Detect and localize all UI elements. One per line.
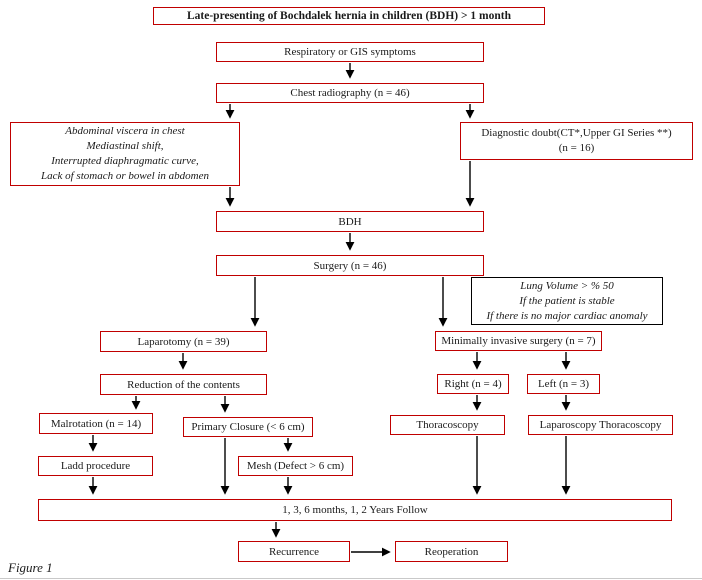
node-thoracoscopy: Thoracoscopy <box>390 415 505 435</box>
figure-caption: Figure 1 <box>8 560 53 575</box>
lung-volume-line-3: If there is no major cardiac anomaly <box>486 309 648 322</box>
node-lung-volume-criteria: Lung Volume > % 50 If the patient is sta… <box>471 277 663 325</box>
node-chest-radiography: Chest radiography (n = 46) <box>216 83 484 103</box>
node-ladd-label: Ladd procedure <box>60 460 131 472</box>
node-reoperation: Reoperation <box>395 541 508 562</box>
node-radiographic-findings: Abdominal viscera in chest Mediastinal s… <box>10 122 240 186</box>
node-title: Late-presenting of Bochdalek hernia in c… <box>153 7 545 25</box>
node-chest-radiography-label: Chest radiography (n = 46) <box>290 87 410 99</box>
node-thoracoscopy-label: Thoracoscopy <box>416 419 479 431</box>
findings-line-3: Interrupted diaphragmatic curve, <box>51 155 199 167</box>
node-title-label: Late-presenting of Bochdalek hernia in c… <box>187 10 511 22</box>
node-laparotomy-label: Laparotomy (n = 39) <box>137 335 230 348</box>
node-laparoscopy-thoracoscopy-label: Laparoscopy Thoracoscopy <box>539 419 662 431</box>
node-reduction-of-contents: Reduction of the contents <box>100 374 267 395</box>
diagnostic-doubt-line-2: (n = 16) <box>558 142 595 154</box>
lung-volume-line-2: If the patient is stable <box>519 294 615 307</box>
node-malrotation: Malrotation (n = 14) <box>39 413 153 434</box>
bottom-divider <box>0 578 702 579</box>
node-reoperation-label: Reoperation <box>424 545 479 558</box>
node-mesh-label: Mesh (Defect > 6 cm) <box>246 460 345 472</box>
node-primary-closure: Primary Closure (< 6 cm) <box>183 417 313 437</box>
node-bdh-label: BDH <box>338 215 362 228</box>
findings-line-2: Mediastinal shift, <box>86 140 164 152</box>
node-malrotation-label: Malrotation (n = 14) <box>50 417 142 430</box>
findings-line-1: Abdominal viscera in chest <box>65 125 185 137</box>
node-bdh: BDH <box>216 211 484 232</box>
node-recurrence-label: Recurrence <box>268 545 320 558</box>
node-reduction-label: Reduction of the contents <box>127 378 240 391</box>
lung-volume-line-1: Lung Volume > % 50 <box>520 279 614 292</box>
diagnostic-doubt-line-1: Diagnostic doubt(CT*,Upper GI Series **) <box>481 127 672 139</box>
node-follow-up: 1, 3, 6 months, 1, 2 Years Follow <box>38 499 672 521</box>
node-mesh: Mesh (Defect > 6 cm) <box>238 456 353 476</box>
node-laparoscopy-thoracoscopy: Laparoscopy Thoracoscopy <box>528 415 673 435</box>
node-recurrence: Recurrence <box>238 541 350 562</box>
node-respiratory-symptoms: Respiratory or GIS symptoms <box>216 42 484 62</box>
node-mis-label: Minimally invasive surgery (n = 7) <box>441 335 596 347</box>
node-left-side: Left (n = 3) <box>527 374 600 394</box>
node-respiratory-label: Respiratory or GIS symptoms <box>284 46 416 58</box>
node-laparotomy: Laparotomy (n = 39) <box>100 331 267 352</box>
node-surgery: Surgery (n = 46) <box>216 255 484 276</box>
node-right-side: Right (n = 4) <box>437 374 509 394</box>
node-left-label: Left (n = 3) <box>537 378 590 390</box>
node-diagnostic-doubt: Diagnostic doubt(CT*,Upper GI Series **)… <box>460 122 693 160</box>
node-minimally-invasive-surgery: Minimally invasive surgery (n = 7) <box>435 331 602 351</box>
node-surgery-label: Surgery (n = 46) <box>313 259 387 272</box>
findings-line-4: Lack of stomach or bowel in abdomen <box>40 170 210 182</box>
node-follow-up-label: 1, 3, 6 months, 1, 2 Years Follow <box>282 504 428 516</box>
node-right-label: Right (n = 4) <box>444 378 502 390</box>
node-primary-closure-label: Primary Closure (< 6 cm) <box>191 421 305 433</box>
node-ladd-procedure: Ladd procedure <box>38 456 153 476</box>
